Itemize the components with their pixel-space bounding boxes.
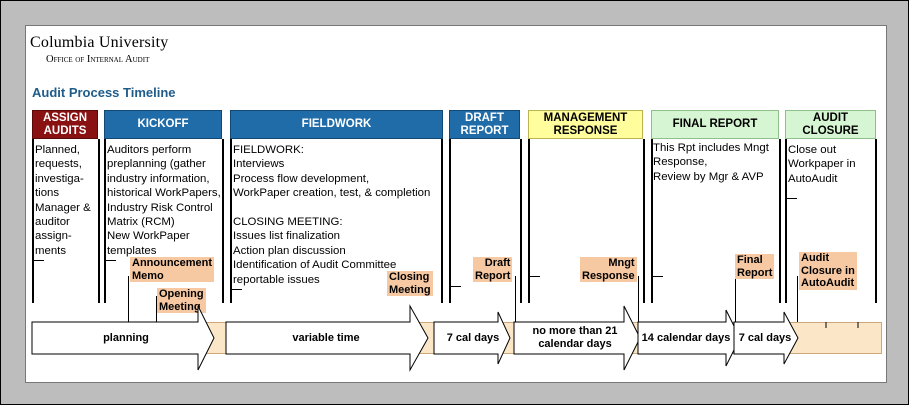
phase-header-label: DRAFT REPORT — [460, 111, 509, 137]
phase-body-fieldwork: FIELDWORK: Interviews Process flow devel… — [233, 144, 431, 286]
phase-divider — [785, 139, 787, 303]
track-ticks — [825, 322, 859, 328]
milestone-final-report: Final Report — [735, 254, 775, 279]
arrow-closure-days — [733, 311, 799, 365]
tick-mark — [34, 260, 44, 261]
phase-divider — [104, 139, 106, 303]
duration-draft: 7 cal days — [446, 332, 500, 344]
phase-header-label: AUDIT CLOSURE — [802, 111, 859, 137]
phase-header-fieldwork: FIELDWORK — [230, 110, 443, 139]
phase-divider — [449, 139, 451, 303]
tick-mark — [451, 286, 461, 287]
phase-divider — [441, 139, 443, 303]
phase-header-label: FIELDWORK — [301, 118, 372, 130]
phase-divider — [528, 139, 530, 303]
phase-divider — [643, 139, 645, 303]
milestone-line — [156, 296, 157, 322]
phase-divider — [875, 139, 877, 303]
phase-header-final-report: FINAL REPORT — [651, 110, 779, 139]
tick-mark — [653, 276, 663, 277]
tick-mark — [106, 260, 116, 261]
phase-header-draft-report: DRAFT REPORT — [449, 110, 520, 139]
milestone-line — [128, 276, 129, 322]
phase-header-kickoff: KICKOFF — [104, 110, 222, 139]
arrow-variable-time — [225, 304, 429, 372]
phase-header-management-response: MANAGEMENT RESPONSE — [528, 110, 643, 139]
milestone-mngt-response: Mngt Response — [580, 257, 637, 282]
tick-mark — [787, 198, 797, 199]
milestone-line — [515, 276, 516, 322]
milestone-announcement-memo: Announcement Memo — [130, 257, 215, 282]
arrow-final-days — [637, 309, 741, 367]
milestone-audit-closure: Audit Closure in AutoAudit — [799, 252, 857, 290]
phase-header-audit-closure: AUDIT CLOSURE — [785, 110, 876, 139]
phase-header-assign-audits: ASSIGN AUDITS — [32, 110, 98, 139]
page-title: Audit Process Timeline — [32, 85, 176, 100]
phase-divider — [32, 139, 34, 303]
duration-closure: 7 cal days — [738, 332, 792, 344]
arrow-planning — [31, 305, 215, 371]
duration-variable-time: variable time — [292, 332, 360, 344]
milestone-line — [735, 276, 736, 322]
duration-response: no more than 21 calendar days — [532, 325, 618, 350]
phase-divider — [230, 139, 232, 303]
phase-header-label: FINAL REPORT — [672, 118, 758, 130]
phase-header-label: MANAGEMENT RESPONSE — [543, 111, 628, 137]
phase-divider — [98, 139, 100, 303]
phase-divider — [222, 139, 224, 303]
duration-final: 14 calendar days — [641, 332, 731, 344]
phase-body-final-report: This Rpt includes Mngt Response, Review … — [653, 142, 769, 183]
timeline-card: Columbia University Office of Internal A… — [25, 25, 887, 383]
phase-divider — [651, 139, 653, 303]
tick-mark — [530, 276, 540, 277]
milestone-line — [638, 276, 639, 322]
arrow-response-days — [513, 305, 641, 371]
phase-body-audit-closure: Close out Workpaper in AutoAudit — [788, 144, 856, 185]
phase-body-assign-audits: Planned, requests, investiga- tions Mana… — [35, 144, 91, 257]
phase-body-kickoff: Auditors perform preplanning (gather ind… — [107, 144, 221, 257]
office-name: Office of Internal Audit — [46, 54, 150, 65]
milestone-draft-report: Draft Report — [473, 257, 513, 282]
phase-divider — [779, 139, 781, 303]
timeline-arrows — [31, 304, 859, 372]
duration-planning: planning — [103, 332, 149, 344]
milestone-line — [797, 276, 798, 322]
milestone-closing-meeting: Closing Meeting — [387, 271, 433, 296]
tick-mark — [232, 289, 242, 290]
arrow-draft-days — [433, 311, 511, 365]
university-name: Columbia University — [30, 34, 169, 51]
phase-divider — [520, 139, 522, 303]
phase-header-label: KICKOFF — [137, 118, 189, 130]
phase-header-label: ASSIGN AUDITS — [42, 111, 88, 137]
